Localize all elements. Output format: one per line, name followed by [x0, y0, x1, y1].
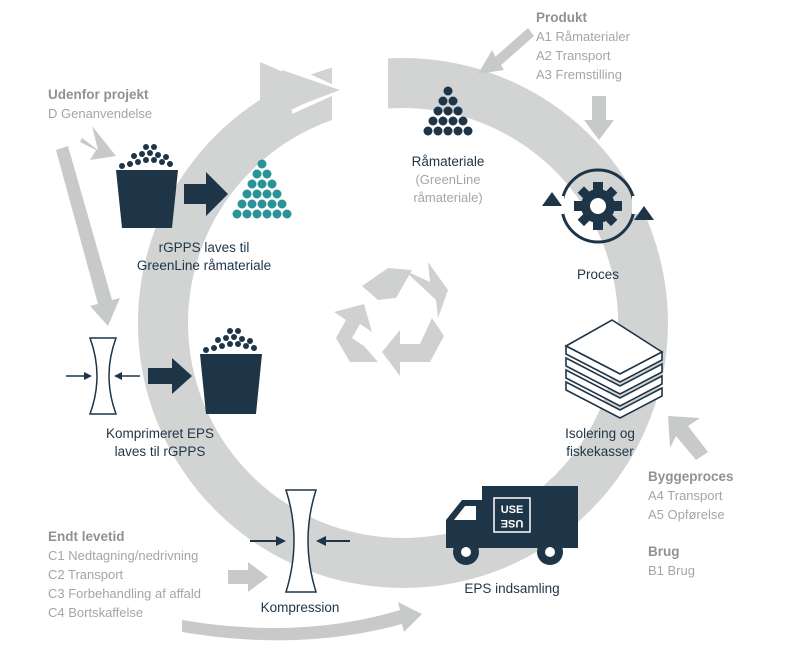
raw-material-sublabel: råmateriale) — [413, 190, 482, 205]
group-item: C3 Forbehandling af affald — [48, 586, 201, 601]
group-item: C1 Nedtagning/nedrivning — [48, 548, 198, 563]
group-item: B1 Brug — [648, 563, 695, 578]
bucket-icon — [200, 328, 262, 414]
group-byggeproces: Byggeproces A4 Transport A5 Opførelse — [648, 469, 734, 522]
process-label: Proces — [577, 267, 619, 282]
raw-material-label: Råmateriale — [412, 154, 485, 169]
gear-cycle-icon — [542, 168, 654, 244]
group-title: Brug — [648, 544, 680, 559]
group-item: A2 Transport — [536, 48, 611, 63]
compression-icon — [250, 489, 350, 593]
recycle-icon — [334, 262, 448, 376]
eps-boards-icon — [564, 319, 664, 419]
group-produkt: Produkt A1 Råmaterialer A2 Transport A3 … — [536, 10, 631, 82]
group-title: Byggeproces — [648, 469, 734, 484]
raw-material-sublabel: (GreenLine — [415, 172, 480, 187]
gray-arrows — [56, 28, 708, 641]
collection-label: EPS indsamling — [464, 581, 559, 596]
group-brug: Brug B1 Brug — [648, 544, 695, 578]
group-item: A5 Opførelse — [648, 507, 725, 522]
compressed-label: laves til rGPPS — [115, 444, 206, 459]
bucket-icon — [116, 144, 178, 228]
truck-logo: USE — [501, 504, 524, 516]
ring-gap — [332, 52, 388, 122]
compressed-label: Komprimeret EPS — [106, 426, 214, 441]
truck-icon: USE USE — [446, 486, 578, 565]
group-item: A4 Transport — [648, 488, 723, 503]
group-item: A1 Råmaterialer — [536, 29, 631, 44]
rgpps-label: rGPPS laves til — [159, 240, 250, 255]
group-endt: Endt levetid C1 Nedtagning/nedrivning C2… — [48, 529, 201, 620]
group-item: C2 Transport — [48, 567, 124, 582]
group-title: Produkt — [536, 10, 588, 25]
truck-logo: USE — [501, 517, 524, 529]
rgpps-label: GreenLine råmateriale — [137, 258, 271, 273]
insulation-label: Isolering og — [565, 426, 635, 441]
insulation-label: fiskekasser — [566, 444, 634, 459]
lifecycle-ring — [137, 58, 668, 588]
navy-arrow — [148, 358, 192, 394]
compression-label: Kompression — [261, 600, 340, 615]
compression-icon — [66, 337, 140, 415]
group-item: C4 Bortskaffelse — [48, 605, 143, 620]
group-udenfor: Udenfor projekt D Genanvendelse — [48, 87, 152, 121]
group-item: D Genanvendelse — [48, 106, 152, 121]
group-title: Udenfor projekt — [48, 87, 149, 102]
teal-pyramid-icon — [232, 159, 292, 219]
group-item: A3 Fremstilling — [536, 67, 622, 82]
bead-pyramid-icon — [423, 86, 473, 136]
group-title: Endt levetid — [48, 529, 125, 544]
ring-arrowhead — [282, 70, 340, 112]
navy-arrow — [184, 172, 228, 216]
